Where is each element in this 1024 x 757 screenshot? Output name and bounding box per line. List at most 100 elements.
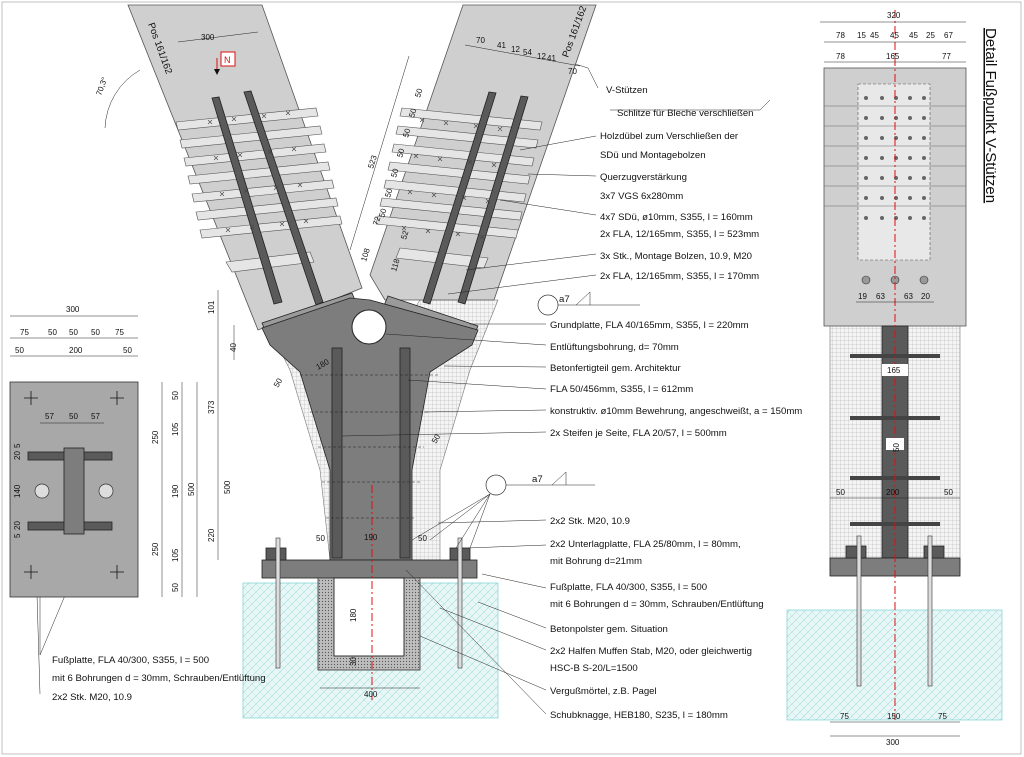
dim-400: 400 [364, 690, 378, 699]
plan-view: 300 75 50 50 50 75 50 200 50 57 50 57 50… [9, 305, 266, 703]
note-v-stuetzen: V-Stützen [606, 85, 648, 96]
front-dim-bt-2: 150 [887, 712, 901, 721]
plan-dim-l-3: 140 [13, 484, 22, 498]
dim-rs-5: 50 [389, 167, 400, 179]
note-verguss: Vergußmörtel, z.B. Pagel [550, 686, 657, 697]
front-dim-t-6: 25 [926, 31, 935, 40]
front-dim-t-5: 45 [909, 31, 918, 40]
anchor-right [457, 537, 463, 669]
weld-a7-1: a7 [559, 294, 570, 305]
note-schubknagge: Schubknagge, HEB180, S235, l = 180mm [550, 710, 728, 721]
plan-dim-l-4: 5 [13, 533, 22, 538]
dim-220: 220 [207, 528, 216, 542]
central-steel-plate [261, 297, 479, 561]
dim-rt-1: 70 [476, 36, 485, 45]
plan-dim-r-1: 50 [171, 391, 180, 400]
front-dim-bt-3: 75 [938, 712, 947, 721]
note-fuss-1: Fußplatte, FLA 40/300, S355, l = 500 [550, 582, 707, 593]
weld-line-1 [558, 291, 640, 306]
dim-line-right-top [464, 44, 581, 67]
dim-rs-7: 50 [377, 207, 388, 219]
plan-dim-l-2: 5 [13, 443, 22, 448]
note-fla170: 2x FLA, 12/165mm, S355, l = 170mm [600, 271, 759, 282]
front-dim-300: 300 [886, 738, 900, 747]
note-querzug-2: 3x7 VGS 6x280mm [600, 191, 683, 202]
plan-dim-inner-1: 57 [45, 412, 54, 421]
right-stack-dims: 50 50 50 50 50 50 50 523 72 52 108 118 [359, 87, 424, 273]
front-dim-l-4: 20 [921, 292, 930, 301]
dim-line-stack [349, 55, 410, 251]
front-washer-right [923, 545, 945, 559]
plan-anchor-marks [24, 391, 124, 579]
plan-dim-top-5: 75 [115, 328, 124, 337]
front-washer-left [845, 545, 867, 559]
dim-300-top: 300 [201, 33, 215, 42]
detail-title: Detail Fußpunkt V-Stützen [982, 28, 999, 203]
dim-180b: 180 [349, 608, 358, 622]
front-dim-l-2: 63 [876, 292, 885, 301]
front-50-box [886, 438, 904, 450]
front-dim-t-7: 67 [944, 31, 953, 40]
front-dim-s-3: 77 [942, 52, 951, 61]
foot-plate [261, 559, 478, 579]
dim-108: 108 [359, 247, 372, 263]
vent-hole [351, 309, 387, 345]
front-dim-l-3: 63 [904, 292, 913, 301]
angle-label: 70,3° [94, 76, 109, 97]
dim-50d: 50 [418, 534, 427, 543]
angle-arc [104, 69, 141, 129]
dim-rt-2: 41 [497, 41, 506, 50]
note-schlitze: Schlitze für Bleche verschließen [617, 108, 754, 119]
front-dim-50: 50 [892, 443, 901, 452]
front-view: 320 78 15 45 45 45 25 67 78 165 77 19 63… [786, 10, 1003, 747]
note-holzduebel-2: SDü und Montagebolzen [600, 150, 706, 161]
plan-dim-l-1: 20 [13, 451, 22, 460]
plan-dim-top-2: 50 [48, 328, 57, 337]
north-box [220, 51, 236, 67]
note-grundplatte: Grundplatte, FLA 40/165mm, S355, l = 220… [550, 320, 749, 331]
plan-dim-inner-3: 57 [91, 412, 100, 421]
weld-a7-2: a7 [532, 474, 543, 485]
note-halfen-1: 2x2 Halfen Muffen Stab, M20, oder gleich… [550, 646, 752, 657]
plan-dim-r-2: 105 [171, 422, 180, 436]
plan-hole-right [98, 483, 114, 499]
dim-50c: 50 [316, 534, 325, 543]
plan-dim-r-3: 190 [171, 484, 180, 498]
note-unterlag-1: 2x2 Unterlagplatte, FLA 25/80mm, l = 80m… [550, 539, 741, 550]
plan-note-fuss-1: Fußplatte, FLA 40/300, S355, l = 500 [52, 655, 209, 666]
dim-40: 40 [229, 343, 238, 352]
dim-rt-3: 12 [511, 45, 520, 54]
note-fuss-2: mit 6 Bohrungen d = 30mm, Schrauben/Entl… [550, 599, 764, 610]
note-bewehrung: konstruktiv. ø10mm Bewehrung, angeschwei… [550, 406, 802, 417]
note-steifen: 2x Steifen je Seite, FLA 20/57, l = 500m… [550, 428, 727, 439]
front-dim-t-2: 15 [857, 31, 866, 40]
front-plate-outline [857, 83, 931, 261]
note-holzduebel-1: Holzdübel zum Verschließen der [600, 131, 739, 142]
shear-key [333, 577, 405, 657]
front-dim-165: 165 [887, 366, 901, 375]
annotation-texts: V-Stützen Schlitze für Bleche verschließ… [550, 85, 802, 721]
plan-dim-l-5: 20 [13, 521, 22, 530]
dowel-marks [207, 110, 503, 240]
front-dim-l-1: 19 [858, 292, 867, 301]
dim-rt-5: 12 [537, 52, 546, 61]
front-anchor-left [856, 535, 862, 687]
front-165-box [882, 364, 908, 376]
note-querzug-1: Querzugverstärkung [600, 172, 687, 183]
front-dim-t-4: 45 [890, 31, 899, 40]
dim-rt-6: 41 [547, 54, 556, 63]
note-entlueftung: Entlüftungsbohrung, d= 70mm [550, 342, 679, 353]
dim-rs-6: 50 [383, 187, 394, 199]
plan-web [63, 447, 85, 535]
dim-rs-4: 50 [395, 147, 406, 159]
plan-dim-300: 300 [66, 305, 80, 314]
dim-500: 500 [223, 480, 232, 494]
dim-50a: 50 [272, 376, 285, 389]
rebar-lines [300, 374, 440, 519]
dim-30: 30 [349, 657, 358, 666]
plan-dim-mid-2: 200 [69, 346, 83, 355]
plan-dim-top-1: 75 [20, 328, 29, 337]
dim-rs-3: 50 [401, 127, 412, 139]
